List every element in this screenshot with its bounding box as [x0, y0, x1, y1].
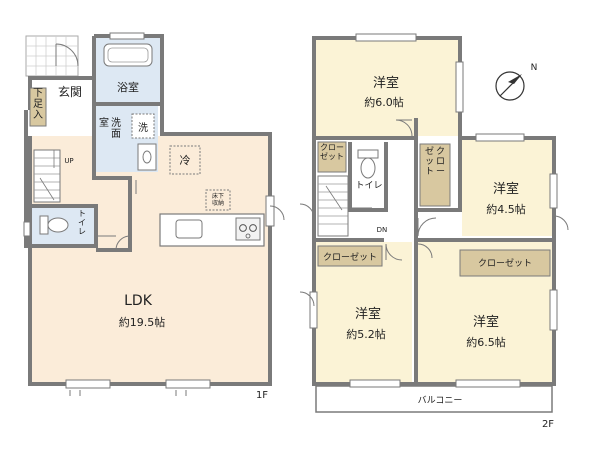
svg-text:ー: ー	[436, 167, 445, 177]
svg-text:トイレ: トイレ	[355, 181, 382, 191]
under-floor-storage	[205, 189, 231, 211]
room-right-floor	[462, 140, 552, 236]
svg-text:ゼ: ゼ	[425, 145, 434, 157]
svg-text:ロ: ロ	[436, 157, 445, 167]
floor2-label: 2F	[542, 419, 554, 430]
room-top-floor	[316, 40, 458, 136]
svg-text:ッ: ッ	[425, 157, 434, 167]
toilet1-label: トイレ	[78, 209, 86, 236]
room-bottom-right-name: 洋室	[473, 314, 499, 330]
closet-left-label: クローゼット	[323, 251, 377, 263]
room-bottom-right-size: 約6.5帖	[466, 335, 506, 349]
svg-text:床下: 床下	[212, 192, 224, 200]
bathroom-label: 浴室	[117, 80, 139, 94]
shoe-storage-label: 下足入	[33, 88, 43, 121]
stairs-2f	[317, 175, 372, 237]
closet-vertical	[419, 143, 451, 207]
fridge-icon	[169, 145, 201, 175]
entrance-porch	[25, 35, 79, 77]
room-top-size: 約6.0帖	[364, 95, 404, 109]
svg-text:洗: 洗	[111, 117, 121, 129]
entrance-label: 玄関	[58, 84, 82, 99]
svg-text:足: 足	[33, 98, 43, 110]
room-top-name: 洋室	[373, 75, 399, 91]
svg-text:ト: ト	[425, 167, 434, 177]
svg-text:室: 室	[99, 116, 109, 129]
closet-left	[317, 245, 383, 267]
svg-text:入: 入	[33, 110, 43, 121]
svg-text:ク: ク	[436, 146, 445, 157]
windows-2f	[309, 33, 558, 388]
svg-text:クロー: クロー	[320, 143, 344, 152]
floor1: 玄関 浴室 洗 冷 UP LDK 約19.5帖 1F 下足入 洗面室 トイレ 床…	[23, 32, 285, 401]
compass-north-label: N	[531, 63, 538, 73]
compass-icon: N	[495, 63, 538, 101]
washer-label: 洗	[138, 122, 148, 134]
room-right-name: 洋室	[493, 181, 519, 197]
stairs-down-label: DN	[377, 226, 388, 234]
room-bottom-left-size: 約5.2帖	[346, 327, 386, 341]
svg-text:レ: レ	[78, 227, 86, 236]
doors-1f	[55, 43, 285, 251]
closet-small	[317, 141, 347, 173]
walls-2f	[312, 36, 556, 386]
svg-text:ゼット: ゼット	[320, 151, 344, 161]
balcony-label: バルコニー	[418, 395, 463, 406]
toilet2-label: トイレ	[355, 181, 382, 191]
fridge-label: 冷	[180, 154, 191, 167]
svg-text:収納: 収納	[212, 199, 224, 207]
ldk-name: LDK	[124, 293, 153, 309]
washroom-label: 洗面室	[99, 116, 121, 140]
closet-vertical-label: クローゼット	[425, 145, 445, 177]
window-handles-1f	[69, 390, 187, 396]
ldk-size: 約19.5帖	[119, 315, 166, 329]
ldk-floor	[32, 136, 268, 382]
floor1-label: 1F	[256, 390, 268, 401]
balcony	[315, 385, 553, 413]
svg-text:イ: イ	[78, 218, 86, 227]
doors-2f	[299, 119, 569, 307]
floor2: 洋室 約6.0帖 洋室 約4.5帖 洋室 約5.2帖 洋室 約6.5帖 クローゼ…	[299, 33, 569, 430]
windows-1f	[23, 32, 275, 389]
toilet-icon	[39, 215, 69, 235]
closet-right-label: クローゼット	[478, 257, 532, 269]
closet-small-label: クローゼット	[320, 143, 344, 161]
svg-text:下: 下	[33, 88, 43, 99]
stairs-up-label: UP	[64, 157, 73, 165]
svg-text:面: 面	[111, 129, 121, 140]
room-bottom-left-name: 洋室	[355, 306, 381, 322]
stove-icon	[235, 217, 261, 241]
washer-icon	[131, 113, 155, 139]
room-right-size: 約4.5帖	[486, 202, 526, 216]
stairs-1f	[33, 149, 61, 203]
closet-right	[459, 249, 551, 277]
wash-basin-icon	[137, 143, 157, 171]
shoe-storage	[29, 87, 47, 127]
svg-text:ト: ト	[78, 209, 86, 218]
toilet2-icon	[357, 149, 379, 179]
bathtub-icon	[103, 43, 153, 67]
